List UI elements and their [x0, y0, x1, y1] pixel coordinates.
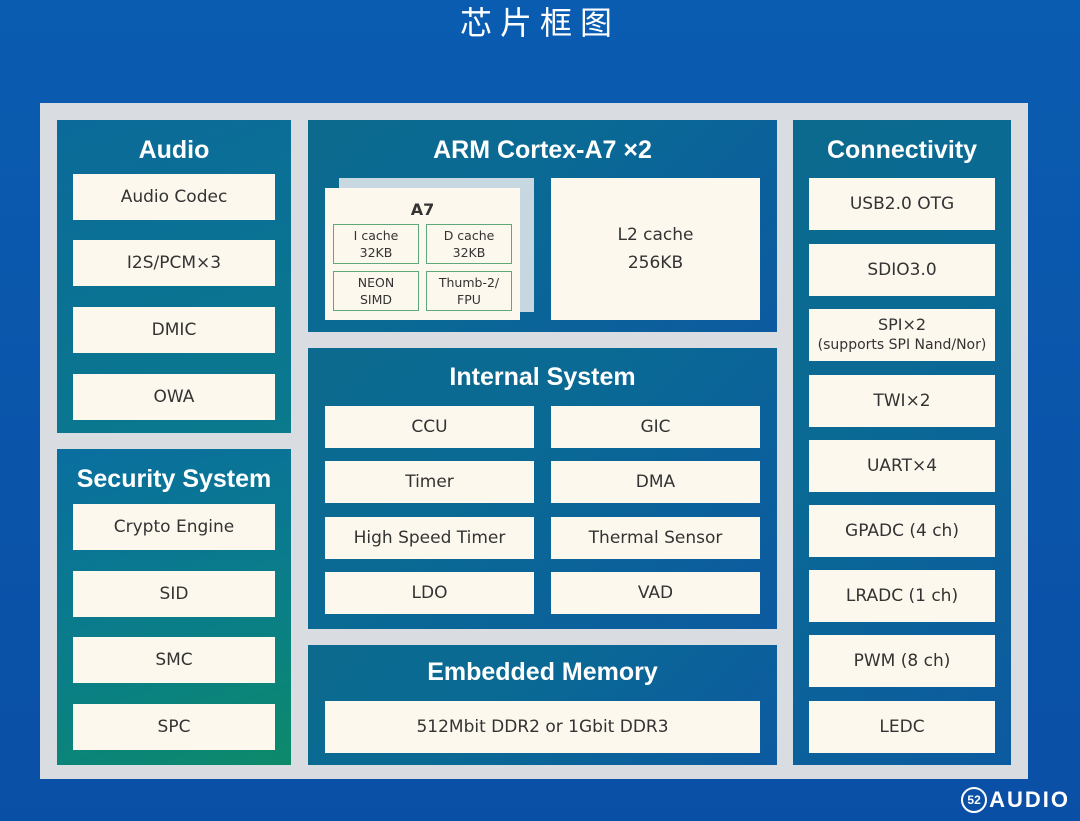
l2-cache-box: L2 cache 256KB — [551, 178, 760, 320]
dmic-box: DMIC — [73, 307, 275, 353]
vad-box: VAD — [551, 572, 760, 614]
l2-cache-size: 256KB — [627, 253, 684, 273]
neon-box: NEON SIMD — [333, 271, 419, 311]
connectivity-title: Connectivity — [826, 136, 978, 164]
embedded-memory-title: Embedded Memory — [427, 658, 658, 686]
ldo-box: LDO — [325, 572, 534, 614]
owa-box: OWA — [73, 374, 275, 420]
spi-sub-label: (supports SPI Nand/Nor) — [817, 337, 987, 353]
logo-text: AUDIO — [989, 787, 1070, 812]
l2-cache-label: L2 cache — [617, 225, 694, 245]
gpadc-box: GPADC (4 ch) — [809, 505, 995, 557]
spi-box: SPI×2 (supports SPI Nand/Nor) — [809, 309, 995, 361]
sdio-box: SDIO3.0 — [809, 244, 995, 296]
audio-title: Audio — [138, 136, 210, 164]
security-title: Security System — [76, 465, 272, 493]
a7-title: A7 — [410, 200, 435, 219]
security-panel: Security System Crypto Engine SID SMC SP… — [57, 449, 291, 765]
internal-system-panel: Internal System CCU GIC Timer DMA High S… — [308, 348, 777, 629]
dcache-label: D cache — [443, 228, 495, 243]
crypto-engine-box: Crypto Engine — [73, 504, 275, 550]
audio-codec-box: Audio Codec — [73, 174, 275, 220]
dma-box: DMA — [551, 461, 760, 503]
logo-mark-icon: 52 — [961, 787, 988, 813]
icache-size: 32KB — [359, 245, 393, 260]
neon-sub: SIMD — [359, 292, 393, 307]
gic-box: GIC — [551, 406, 760, 448]
arm-panel: ARM Cortex-A7 ×2 A7 I cache 32KB D cache… — [308, 120, 777, 332]
arm-title: ARM Cortex-A7 ×2 — [433, 136, 652, 164]
52audio-logo: 52 AUDIO — [961, 787, 1070, 813]
spc-box: SPC — [73, 704, 275, 750]
ledc-box: LEDC — [809, 701, 995, 753]
lradc-box: LRADC (1 ch) — [809, 570, 995, 622]
icache-label: I cache — [353, 228, 399, 243]
a7-core-box: A7 I cache 32KB D cache 32KB NEON SIMD T… — [325, 188, 520, 320]
uart-box: UART×4 — [809, 440, 995, 492]
icache-box: I cache 32KB — [333, 224, 419, 264]
audio-panel: Audio Audio Codec I2S/PCM×3 DMIC OWA — [57, 120, 291, 433]
neon-label: NEON — [357, 275, 395, 290]
ddr-box: 512Mbit DDR2 or 1Gbit DDR3 — [325, 701, 760, 753]
smc-box: SMC — [73, 637, 275, 683]
pwm-box: PWM (8 ch) — [809, 635, 995, 687]
high-speed-timer-box: High Speed Timer — [325, 517, 534, 559]
ccu-box: CCU — [325, 406, 534, 448]
i2s-pcm-box: I2S/PCM×3 — [73, 240, 275, 286]
thumb-box: Thumb-2/ FPU — [426, 271, 512, 311]
thumb-label: Thumb-2/ — [438, 275, 500, 290]
page-title: 芯片框图 — [459, 4, 620, 42]
dcache-size: 32KB — [452, 245, 486, 260]
thumb-sub: FPU — [457, 292, 481, 307]
usb-otg-box: USB2.0 OTG — [809, 178, 995, 230]
twi-box: TWI×2 — [809, 375, 995, 427]
dcache-box: D cache 32KB — [426, 224, 512, 264]
chip-frame: Audio Audio Codec I2S/PCM×3 DMIC OWA Sec… — [40, 103, 1028, 779]
sid-box: SID — [73, 571, 275, 617]
spi-label: SPI×2 — [877, 315, 927, 334]
embedded-memory-panel: Embedded Memory 512Mbit DDR2 or 1Gbit DD… — [308, 645, 777, 765]
thermal-sensor-box: Thermal Sensor — [551, 517, 760, 559]
timer-box: Timer — [325, 461, 534, 503]
internal-system-title: Internal System — [449, 363, 636, 391]
connectivity-panel: Connectivity USB2.0 OTG SDIO3.0 SPI×2 (s… — [793, 120, 1011, 765]
